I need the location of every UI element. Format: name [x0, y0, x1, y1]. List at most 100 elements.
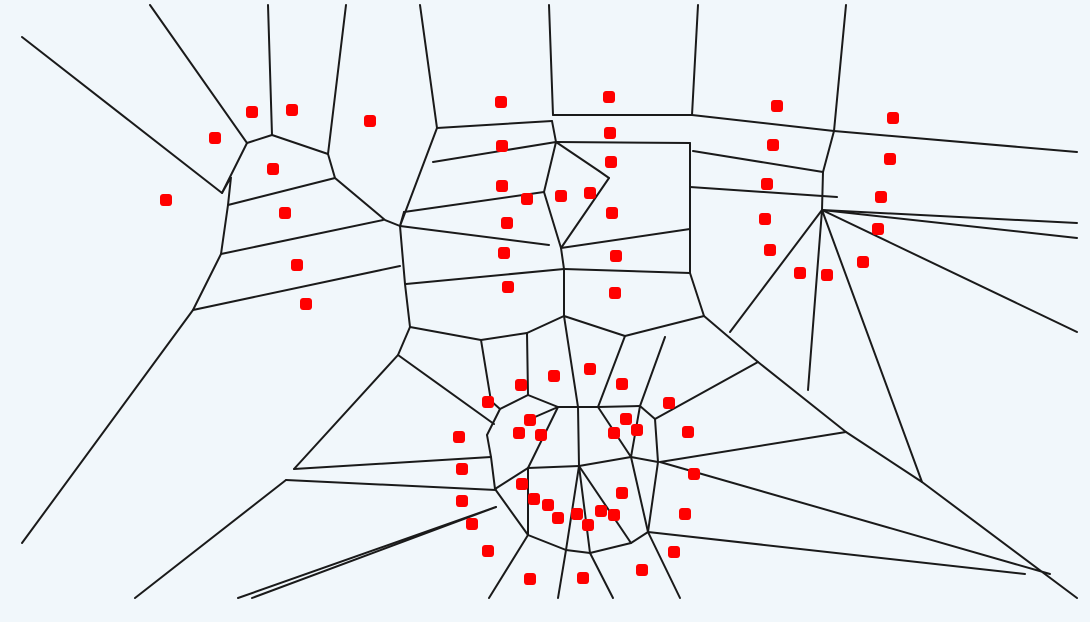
- voronoi-edge: [563, 315, 579, 408]
- voronoi-edge: [293, 326, 411, 470]
- voronoi-site-point: [764, 244, 776, 256]
- voronoi-edge: [271, 134, 329, 155]
- voronoi-edge: [220, 204, 229, 255]
- voronoi-site-point: [821, 269, 833, 281]
- voronoi-site-point: [502, 281, 514, 293]
- voronoi-site-point: [495, 96, 507, 108]
- voronoi-edge: [399, 127, 438, 227]
- voronoi-site-point: [456, 463, 468, 475]
- voronoi-site-point: [663, 397, 675, 409]
- voronoi-edge: [821, 209, 1078, 224]
- voronoi-edge: [921, 481, 1078, 599]
- voronoi-edge: [543, 191, 562, 249]
- voronoi-site-point: [209, 132, 221, 144]
- voronoi-site-point: [516, 478, 528, 490]
- voronoi-edge: [480, 332, 528, 341]
- voronoi-site-point: [608, 509, 620, 521]
- voronoi-edge: [691, 114, 835, 132]
- voronoi-edge: [654, 418, 659, 463]
- voronoi-site-point: [496, 140, 508, 152]
- voronoi-edge: [21, 309, 194, 544]
- voronoi-edge: [409, 326, 482, 341]
- voronoi-edge: [285, 479, 497, 491]
- voronoi-edge: [833, 130, 1078, 153]
- voronoi-site-point: [513, 427, 525, 439]
- voronoi-edge: [659, 461, 1051, 575]
- voronoi-edge: [490, 456, 496, 490]
- voronoi-site-point: [620, 413, 632, 425]
- voronoi-site-point: [555, 190, 567, 202]
- voronoi-site-point: [616, 378, 628, 390]
- voronoi-edge: [399, 211, 405, 227]
- voronoi-site-point: [528, 493, 540, 505]
- voronoi-edge: [494, 488, 529, 536]
- voronoi-site-point: [571, 508, 583, 520]
- voronoi-edge: [397, 354, 495, 425]
- voronoi-site-point: [767, 139, 779, 151]
- voronoi-site-point: [291, 259, 303, 271]
- voronoi-site-point: [584, 363, 596, 375]
- voronoi-edge: [227, 177, 336, 206]
- voronoi-edge: [821, 171, 824, 211]
- voronoi-edge: [560, 177, 610, 249]
- voronoi-edges: [21, 4, 1078, 599]
- voronoi-edge: [729, 209, 823, 333]
- voronoi-site-point: [595, 505, 607, 517]
- voronoi-site-point: [267, 163, 279, 175]
- voronoi-site-point: [605, 156, 617, 168]
- voronoi-edge: [563, 315, 626, 337]
- voronoi-edge: [578, 456, 632, 467]
- voronoi-edge: [647, 461, 659, 533]
- voronoi-site-point: [496, 180, 508, 192]
- voronoi-edge: [149, 4, 248, 144]
- voronoi-edge: [251, 506, 497, 599]
- voronoi-edge: [647, 531, 1026, 575]
- voronoi-edge: [220, 219, 384, 255]
- voronoi-site-point: [524, 573, 536, 585]
- voronoi-site-point: [582, 519, 594, 531]
- voronoi-edge: [565, 549, 591, 554]
- voronoi-edge: [689, 186, 838, 198]
- voronoi-edge: [691, 4, 699, 116]
- voronoi-edge: [821, 209, 1078, 333]
- voronoi-site-point: [584, 187, 596, 199]
- voronoi-site-point: [548, 370, 560, 382]
- voronoi-site-point: [535, 429, 547, 441]
- voronoi-edge: [630, 531, 649, 544]
- voronoi-edge: [807, 209, 823, 391]
- voronoi-edge: [293, 456, 492, 470]
- voronoi-edge: [21, 36, 223, 194]
- voronoi-edge: [578, 465, 591, 554]
- voronoi-site-point: [759, 213, 771, 225]
- voronoi-edge: [486, 408, 501, 436]
- voronoi-site-point: [771, 100, 783, 112]
- voronoi-site-point: [636, 564, 648, 576]
- voronoi-edge: [821, 209, 1078, 239]
- voronoi-edge: [403, 191, 545, 213]
- voronoi-edge: [543, 141, 557, 193]
- voronoi-site-point: [679, 508, 691, 520]
- voronoi-edge: [563, 268, 691, 274]
- voronoi-site-point: [609, 287, 621, 299]
- voronoi-edge: [494, 467, 529, 490]
- voronoi-site-point: [521, 193, 533, 205]
- voronoi-site-point: [577, 572, 589, 584]
- voronoi-site-point: [524, 414, 536, 426]
- voronoi-edge: [692, 150, 824, 173]
- voronoi-site-point: [761, 178, 773, 190]
- voronoi-edge: [480, 339, 492, 402]
- voronoi-edge: [577, 406, 580, 467]
- voronoi-edge: [267, 4, 273, 136]
- voronoi-sites: [160, 91, 899, 585]
- voronoi-site-point: [616, 487, 628, 499]
- voronoi-edge: [624, 315, 705, 337]
- voronoi-edge: [589, 542, 632, 554]
- voronoi-edge: [221, 176, 232, 206]
- voronoi-edge: [192, 253, 222, 311]
- voronoi-edge: [246, 134, 273, 144]
- voronoi-edge: [557, 549, 567, 599]
- voronoi-edge: [486, 434, 492, 458]
- voronoi-site-point: [552, 512, 564, 524]
- voronoi-edge: [565, 465, 580, 551]
